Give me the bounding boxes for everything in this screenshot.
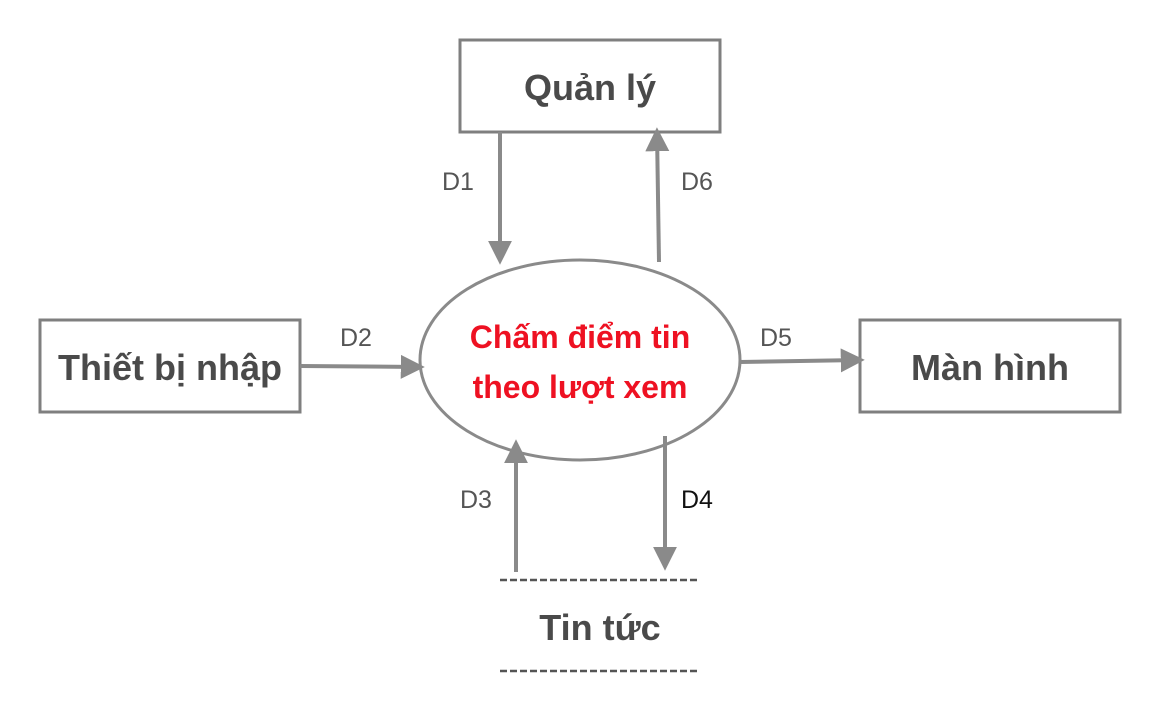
- flow-d6-arrow: [645, 127, 670, 263]
- flow-d3: D3: [460, 439, 528, 572]
- flow-d1: D1: [442, 132, 512, 265]
- entity-input-device-label: Thiết bị nhập: [58, 347, 282, 388]
- flow-d3-label: D3: [460, 486, 492, 514]
- flow-d2: D2: [299, 324, 425, 379]
- entity-manager: Quản lý: [458, 38, 722, 134]
- flow-d4-label: D4: [681, 486, 713, 514]
- data-store-news: Tin tức: [500, 578, 700, 673]
- entity-manager-label: Quản lý: [524, 67, 656, 108]
- process-label-line2: theo lượt xem: [473, 369, 688, 405]
- flow-d6: D6: [645, 127, 713, 263]
- flow-d5-label: D5: [760, 324, 792, 352]
- entity-screen-label: Màn hình: [911, 347, 1069, 388]
- flow-d5-arrow: [739, 348, 865, 373]
- flow-d5: D5: [739, 324, 865, 373]
- process-node: Chấm điểm tin theo lượt xem: [418, 258, 742, 462]
- process-label-line1: Chấm điểm tin: [470, 319, 690, 355]
- flow-d2-arrow: [299, 354, 425, 379]
- flow-d2-label: D2: [340, 324, 372, 352]
- data-store-label: Tin tức: [539, 607, 660, 648]
- flow-d6-label: D6: [681, 168, 713, 196]
- entity-screen: Màn hình: [858, 318, 1122, 414]
- flow-d1-label: D1: [442, 168, 474, 196]
- entity-input-device: Thiết bị nhập: [38, 318, 302, 414]
- flow-d4: D4: [653, 436, 713, 571]
